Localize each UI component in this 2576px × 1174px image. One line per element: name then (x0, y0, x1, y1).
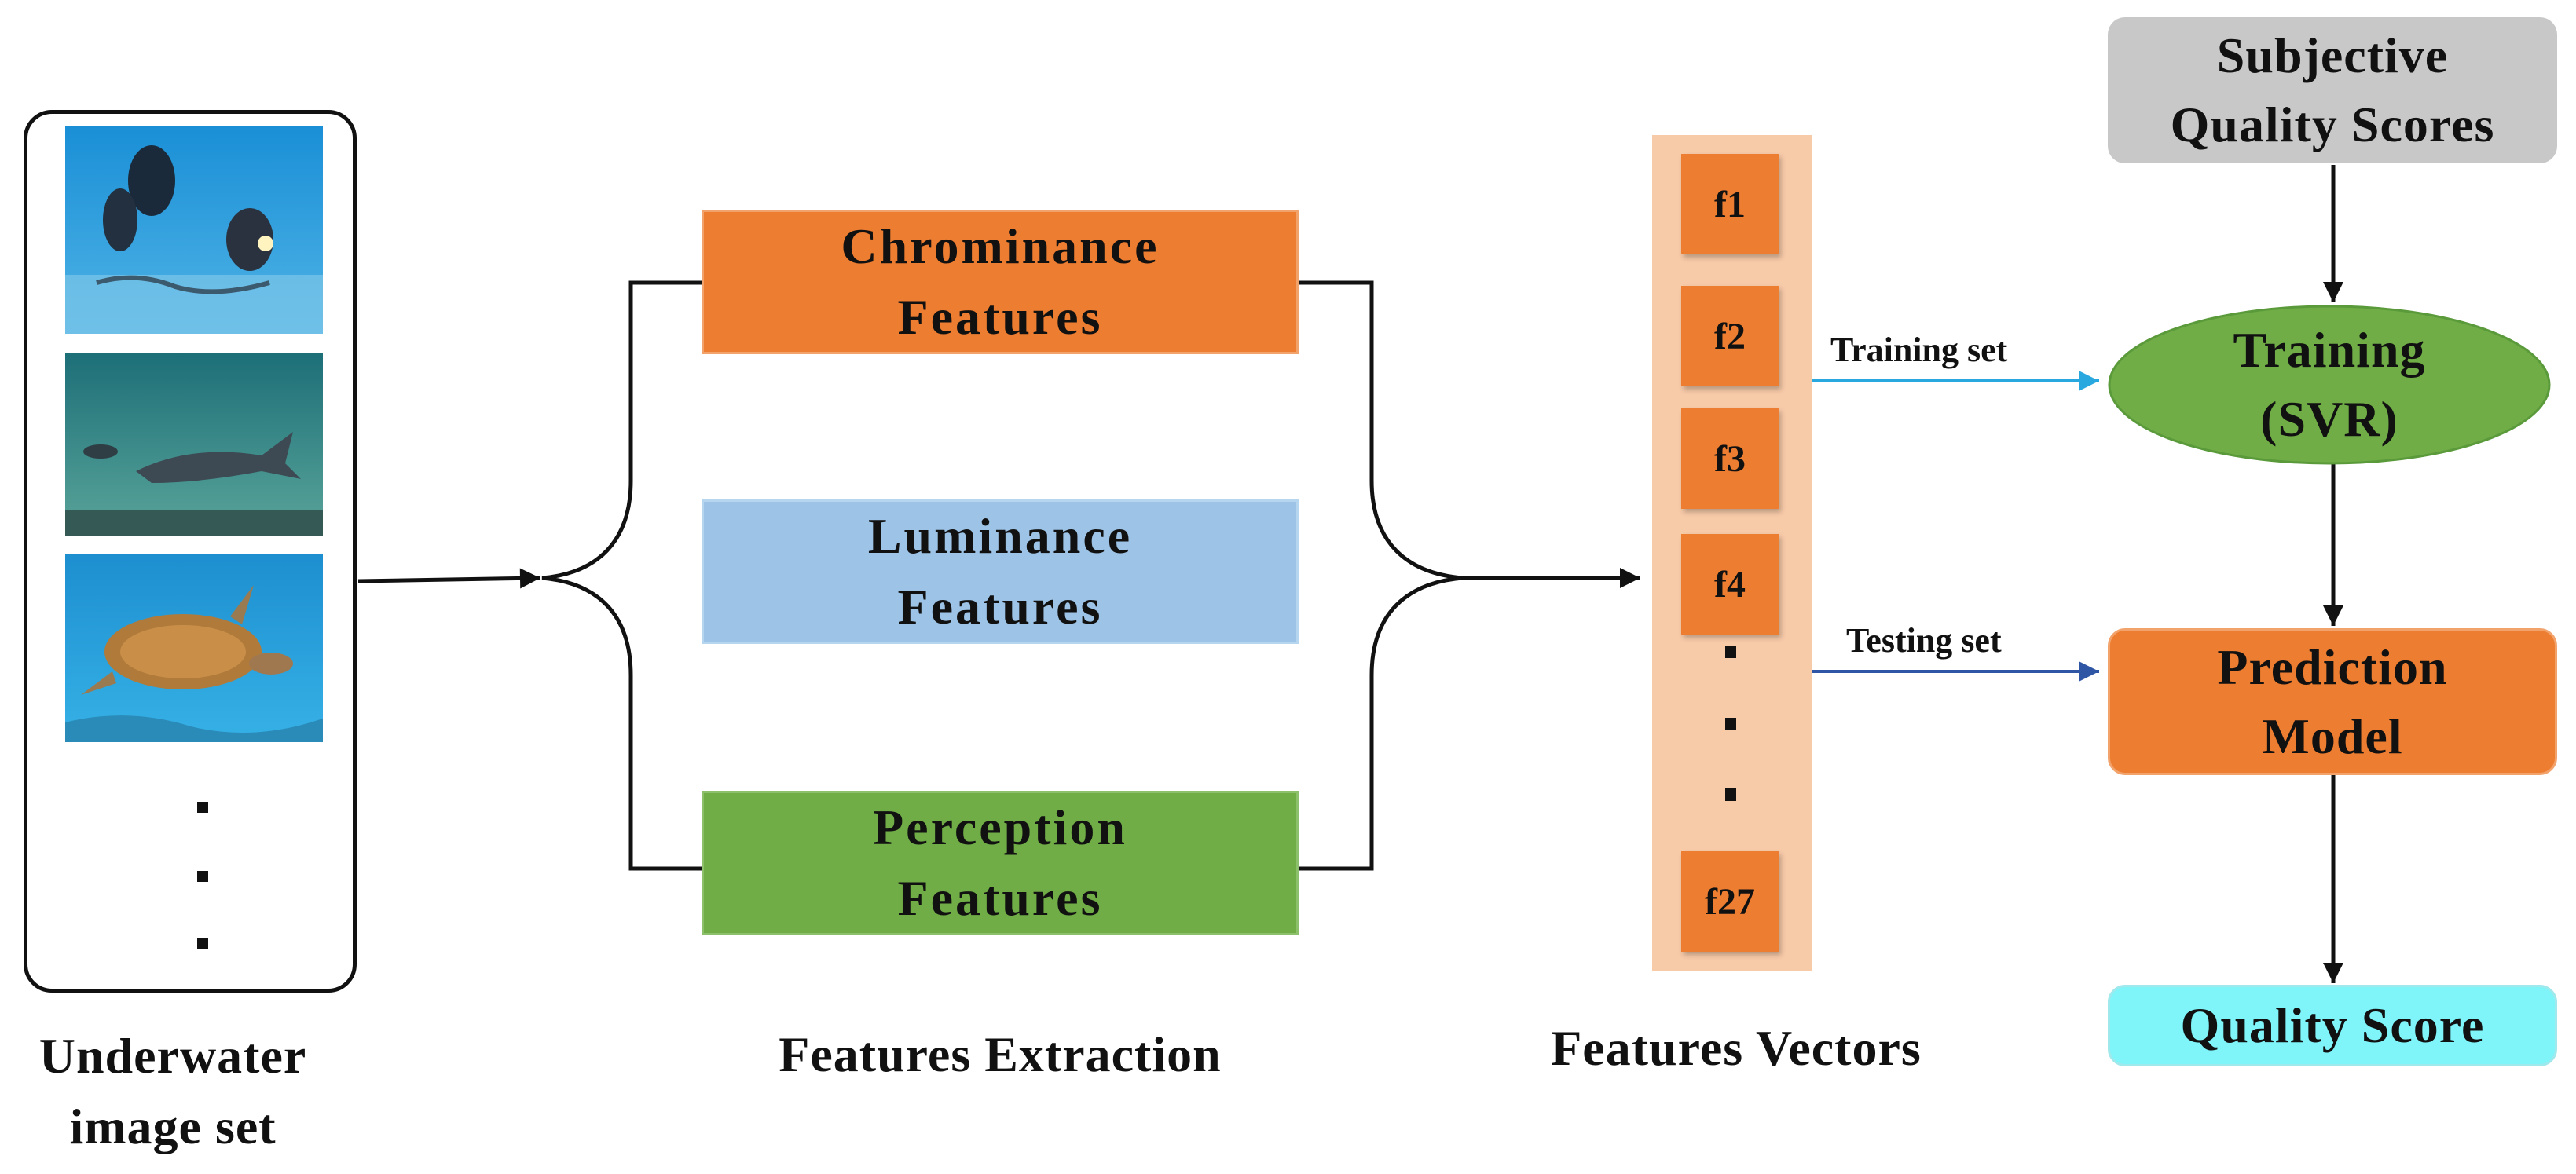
vector-ellipsis-dot (1725, 718, 1736, 730)
features-vectors-caption: Features Vectors (1551, 1020, 1922, 1076)
prediction-model-box: Prediction Model (2108, 628, 2557, 775)
luminance-features-box: Luminance Features (702, 499, 1299, 644)
training-svr-label: Training (SVR) (2233, 322, 2426, 447)
ellipsis-dot (197, 871, 208, 882)
feature-cell-f27: f27 (1681, 851, 1779, 952)
feature-cell-f1: f1 (1681, 154, 1779, 254)
feature-cell-f2: f2 (1681, 286, 1779, 386)
subjective-quality-scores-box: Subjective Quality Scores (2108, 17, 2557, 163)
quality-score-box: Quality Score (2108, 985, 2557, 1066)
turtle-photo (65, 554, 323, 742)
features-extraction-caption: Features Extraction (779, 1026, 1222, 1082)
ellipsis-dot (197, 802, 208, 813)
shark-photo (65, 353, 323, 536)
arrow-images-to-features (357, 568, 541, 589)
left-brace (541, 280, 702, 871)
chrominance-features-box: Chrominance Features (702, 210, 1299, 354)
perception-features-box: Perception Features (702, 791, 1299, 935)
ellipsis-dot (197, 938, 208, 949)
diver-photo (65, 126, 323, 334)
image-set-caption: Underwater image set (38, 1028, 307, 1154)
image-set-panel (24, 110, 357, 993)
feature-cell-f3: f3 (1681, 408, 1779, 509)
right-brace (1299, 280, 1464, 871)
vector-ellipsis-dot (1725, 788, 1736, 801)
training-set-label: Training set (1830, 331, 2008, 369)
feature-cell-f4: f4 (1681, 534, 1779, 635)
testing-set-label: Testing set (1846, 621, 2002, 660)
vector-ellipsis-dot (1725, 646, 1736, 658)
training-ellipse (2108, 305, 2551, 465)
